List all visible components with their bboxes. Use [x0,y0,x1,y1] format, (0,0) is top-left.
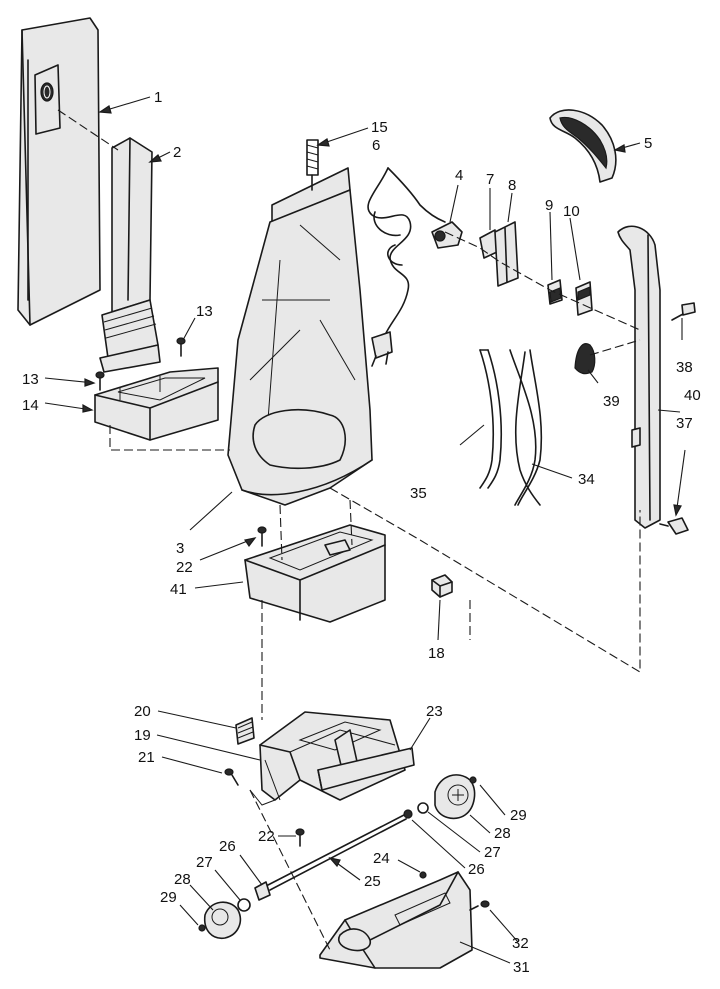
part-4-switch-bushing [431,221,463,249]
callout-9: 9 [545,197,553,214]
callout-14: 14 [22,397,39,414]
assembly-lines [57,109,641,951]
callout-4: 4 [455,167,463,184]
callout-15: 15 [371,119,388,136]
part-8-switch-bracket [494,221,519,287]
part-18-block [431,574,453,598]
callout-27-right: 27 [484,844,501,861]
callout-13-upper: 13 [196,303,213,320]
callout-22-lower: 22 [258,828,275,845]
callout-2: 2 [173,144,181,161]
part-14-tray [94,367,219,441]
part-27-washer-right [417,802,429,814]
part-2-fill-tube [99,137,161,373]
callout-1: 1 [154,89,162,106]
callout-39: 39 [603,393,620,410]
callout-27-left: 27 [196,854,213,871]
screw-32 [469,900,490,911]
callout-32: 32 [512,935,529,952]
part-29-hubcap-left [198,924,206,932]
screw-22-upper [257,526,267,547]
part-35-belt [479,349,503,489]
callout-28-right: 28 [494,825,511,842]
callout-23: 23 [426,703,443,720]
part-27-washer-left [237,898,251,912]
callout-5: 5 [644,135,652,152]
callout-28-left: 28 [174,871,191,888]
callout-24: 24 [373,850,390,867]
part-26-bushing-left [254,881,271,901]
part-10-switch-cap [575,281,593,316]
part-5-handle-grip [549,109,617,183]
part-15-spring-clip [306,139,319,191]
callout-37: 37 [676,415,693,432]
part-29-hubcap-right [469,776,477,784]
callout-10: 10 [563,203,580,220]
part-34-wires [509,349,543,506]
callout-26-left: 26 [219,838,236,855]
callout-34: 34 [578,471,595,488]
part-41-bag-base [244,524,386,623]
callout-3: 3 [176,540,184,557]
callout-labels: 1 2 3 4 5 6 7 8 9 10 13 13 14 15 18 19 2… [22,89,701,976]
part-28-wheel-left [203,901,242,940]
screw-13-lower [95,371,105,391]
leader-lines [44,96,686,964]
part-3-filter-bag [227,167,373,506]
part-24-pin [419,871,427,879]
part-23-bumper [317,747,415,791]
part-26-bushing-right [403,809,413,819]
screw-22-lower [295,828,305,847]
callout-41: 41 [170,581,187,598]
part-9-switch [547,279,563,305]
callout-25: 25 [364,873,381,890]
screw-21 [224,768,239,786]
part-40-handle-tube [617,225,661,529]
callout-19: 19 [134,727,151,744]
callout-18: 18 [428,645,445,662]
part-1-outer-bag [17,17,101,326]
callout-35: 35 [410,485,427,502]
part-25-axle [267,814,407,891]
callout-22-upper: 22 [176,559,193,576]
callout-40: 40 [684,387,701,404]
callout-21: 21 [138,749,155,766]
callout-29-right: 29 [510,807,527,824]
callout-7: 7 [486,171,494,188]
screw-38 [671,302,696,321]
callout-8: 8 [508,177,516,194]
part-39-cord-hook [574,343,596,375]
callout-38: 38 [676,359,693,376]
part-31-nozzle [319,871,473,969]
part-6-power-cord [367,167,446,367]
part-20-filter [235,717,255,745]
screw-37 [659,517,689,535]
callout-31: 31 [513,959,530,976]
callout-29-left: 29 [160,889,177,906]
callout-6: 6 [372,137,380,154]
part-28-wheel-right [434,774,476,820]
callout-13-lower: 13 [22,371,39,388]
callout-20: 20 [134,703,151,720]
screw-13-upper [176,337,186,357]
callout-26-right: 26 [468,861,485,878]
